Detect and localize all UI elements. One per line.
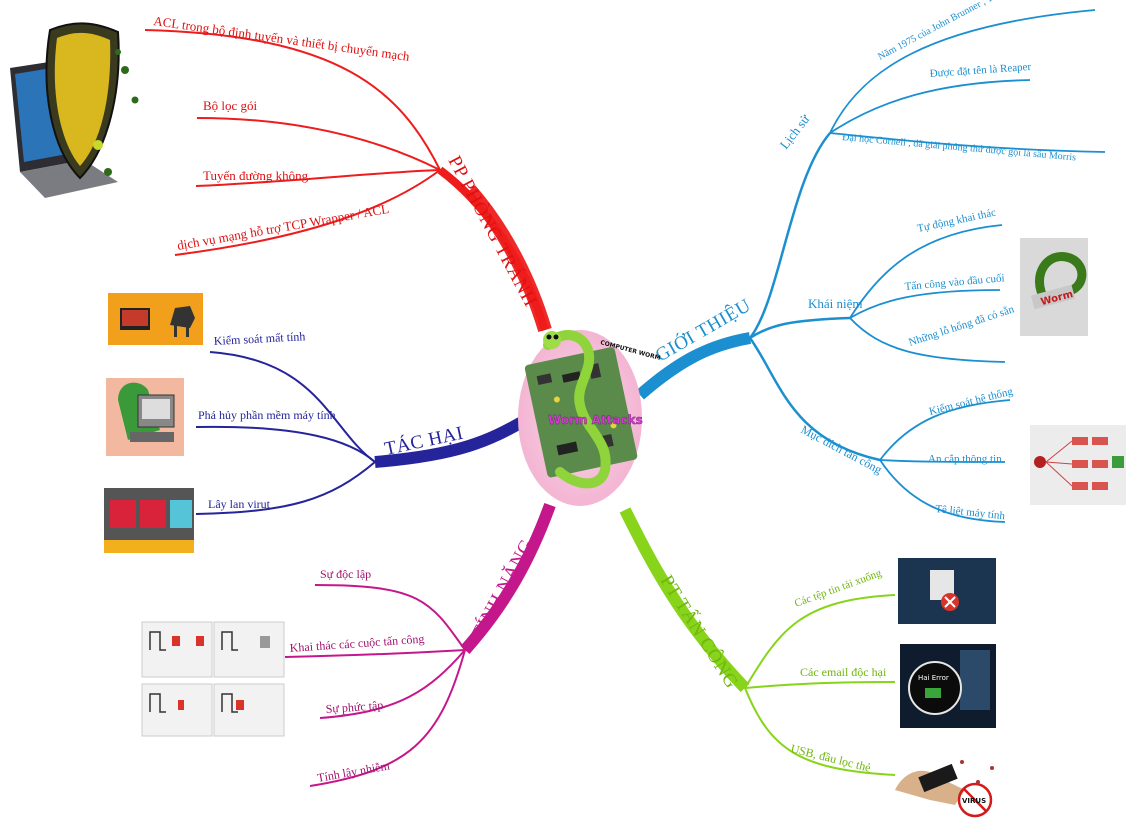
group-label-lich-su: Lịch sử <box>777 111 814 152</box>
connector <box>879 399 1011 461</box>
khai-niem-item-3: Những lỗ hổng đã có sẵn <box>907 303 1016 349</box>
email-image: Hai Error <box>900 644 996 728</box>
connector <box>309 649 466 787</box>
exploit-diagrams-image <box>141 621 285 737</box>
worm-head <box>543 331 561 349</box>
branch-title-tinh-nang: TÍNH NĂNG <box>467 535 538 642</box>
connector <box>849 289 1001 319</box>
branch-trunk-thick <box>460 502 556 654</box>
connector <box>744 687 896 776</box>
tac-hai-item-1: Kiểm soát mất tính <box>213 329 305 348</box>
group-label-khai-niem: Khái niệm <box>808 296 863 311</box>
tinh-nang-item-3: Sự phức tập <box>325 698 384 716</box>
laptop-shield-image <box>10 22 139 198</box>
connector <box>744 681 896 689</box>
trojan-horse-image <box>108 293 203 345</box>
tan-cong-item-2: Các email độc hại <box>800 665 887 679</box>
branch-trunk-thick <box>636 332 752 400</box>
branch-tac-hai <box>195 351 525 515</box>
tinh-nang-item-2: Khai thác các cuộc tấn công <box>289 632 425 655</box>
connector <box>195 425 376 463</box>
branch-tan-cong <box>619 507 896 776</box>
connector <box>209 351 376 463</box>
file-download-image <box>898 558 996 624</box>
worm-image: Worm <box>1020 238 1088 336</box>
center-node: Worm Attacks COMPUTER WORM <box>518 330 661 506</box>
phong-tranh-item-4: dịch vụ mạng hỗ trợ TCP Wrapper / ACL <box>176 201 390 253</box>
usb-virus-image: VIRUS <box>895 760 994 818</box>
group-label-muc-dich: Mục đích tấn công <box>799 422 885 476</box>
worm-body <box>543 330 611 489</box>
connector <box>829 9 1096 134</box>
tinh-nang-item-4: Tính lây nhiễm <box>316 758 391 785</box>
phong-tranh-item-2: Bộ lọc gói <box>203 98 258 113</box>
tinh-nang-item-1: Sự độc lập <box>320 567 371 581</box>
branch-trunk-thick <box>464 185 552 333</box>
connector <box>748 337 881 462</box>
phong-tranh-item-3: Tuyến đường không <box>203 168 309 183</box>
branch-tinh-nang <box>284 502 556 787</box>
connector <box>849 224 1003 319</box>
email-image-label: Hai Error <box>918 674 949 682</box>
connector <box>879 459 1006 523</box>
tac-hai-item-3: Lây lan virut <box>208 497 271 511</box>
connector <box>174 169 441 256</box>
connector <box>744 594 896 689</box>
connector <box>144 29 441 171</box>
connector <box>849 317 1006 363</box>
connector <box>314 584 466 651</box>
branch-phong-tranh <box>144 29 552 333</box>
laptops-virus-image <box>104 488 194 553</box>
connector <box>879 459 1006 463</box>
usb-virus-label: VIRUS <box>962 797 986 805</box>
muc-dich-item-2: An cắp thông tin <box>928 453 1002 465</box>
connector <box>829 79 1031 134</box>
branch-trunk-thick <box>374 416 525 468</box>
muc-dich-item-3: Tê liệt máy tính <box>935 503 1006 522</box>
branch-title-tan-cong: PT TẤN CÔNG <box>656 571 743 692</box>
network-diagram-image <box>1030 425 1126 505</box>
branch-title-phong-tranh: PP PHÒNG TRÁNH <box>444 152 542 310</box>
branch-gioi-thieu <box>636 9 1106 523</box>
connector <box>196 117 441 171</box>
connector <box>319 649 466 719</box>
connector <box>749 132 831 339</box>
connector <box>195 461 376 515</box>
lich-su-item-2: Được đặt tên là Reaper <box>929 61 1031 80</box>
tac-hai-item-2: Phá hủy phần mềm máy tính <box>198 408 336 422</box>
connector <box>749 316 851 340</box>
connector <box>195 169 441 187</box>
connector <box>829 132 1106 153</box>
phong-tranh-item-1: ACL trong bộ định tuyến và thiết bị chuy… <box>153 13 411 64</box>
monster-computer-image <box>106 378 184 456</box>
connector <box>284 649 466 658</box>
branch-trunk-thick <box>619 507 750 693</box>
center-title: Worm Attacks <box>548 413 643 427</box>
lich-su-item-3: Đại học Cornell , đã giải phóng thứ được… <box>842 132 1077 163</box>
khai-niem-item-1: Tự động khai thác <box>916 206 997 234</box>
